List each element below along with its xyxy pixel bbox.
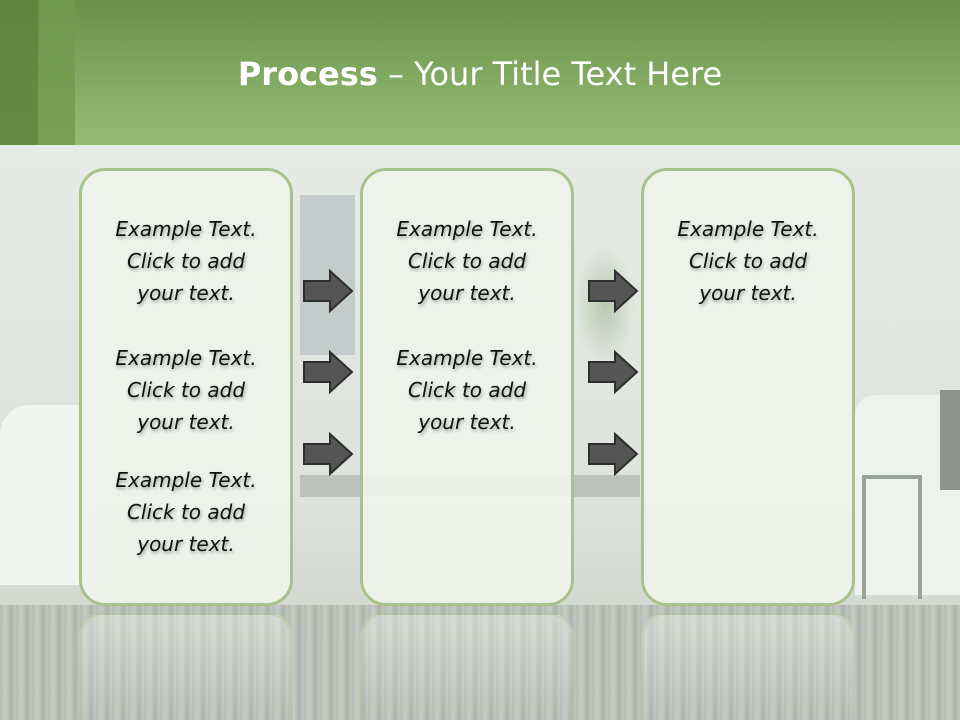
process-panel-3[interactable]: Example Text. Click to add your text. (641, 168, 855, 606)
text-line: Example Text. (115, 346, 257, 370)
title-band: Process – Your Title Text Here (0, 0, 960, 145)
text-line: Click to add (126, 249, 246, 273)
right-arrow-icon[interactable] (587, 350, 639, 394)
title-strong: Process (237, 55, 378, 93)
photo-shelf (940, 390, 960, 490)
text-line: your text. (137, 410, 235, 434)
slide-title[interactable]: Process – Your Title Text Here (0, 52, 960, 96)
text-line: Click to add (688, 249, 808, 273)
text-line: Example Text. (396, 346, 538, 370)
right-arrow-icon[interactable] (302, 350, 354, 394)
text-line: Example Text. (396, 217, 538, 241)
title-rest: – Your Title Text Here (377, 55, 723, 93)
right-arrow-icon[interactable] (587, 432, 639, 476)
right-arrow-icon[interactable] (587, 269, 639, 313)
text-line: your text. (418, 410, 516, 434)
panel-reflection (79, 612, 293, 720)
panel-reflection (360, 612, 574, 720)
text-line: your text. (699, 281, 797, 305)
decor-bar (0, 0, 38, 145)
text-line: your text. (137, 281, 235, 305)
process-panel-2[interactable]: Example Text. Click to add your text. Ex… (360, 168, 574, 606)
text-block[interactable]: Example Text. Click to add your text. (644, 213, 852, 309)
decor-bar (38, 0, 75, 145)
text-line: Click to add (407, 249, 527, 273)
right-arrow-icon[interactable] (302, 432, 354, 476)
text-block[interactable]: Example Text. Click to add your text. (363, 342, 571, 438)
text-line: Example Text. (677, 217, 819, 241)
text-block[interactable]: Example Text. Click to add your text. (82, 213, 290, 309)
text-line: your text. (418, 281, 516, 305)
text-line: your text. (137, 532, 235, 556)
text-line: Click to add (126, 500, 246, 524)
right-arrow-icon[interactable] (302, 269, 354, 313)
panel-reflection (641, 612, 855, 720)
text-line: Example Text. (115, 217, 257, 241)
photo-sofa (0, 405, 90, 585)
text-line: Click to add (126, 378, 246, 402)
text-block[interactable]: Example Text. Click to add your text. (82, 342, 290, 438)
text-block[interactable]: Example Text. Click to add your text. (363, 213, 571, 309)
photo-rug (0, 605, 960, 720)
text-line: Click to add (407, 378, 527, 402)
photo-chair (862, 475, 922, 599)
text-line: Example Text. (115, 468, 257, 492)
photo-plant (575, 245, 635, 365)
text-block[interactable]: Example Text. Click to add your text. (82, 464, 290, 560)
process-panel-1[interactable]: Example Text. Click to add your text. Ex… (79, 168, 293, 606)
photo-wall (300, 195, 355, 355)
